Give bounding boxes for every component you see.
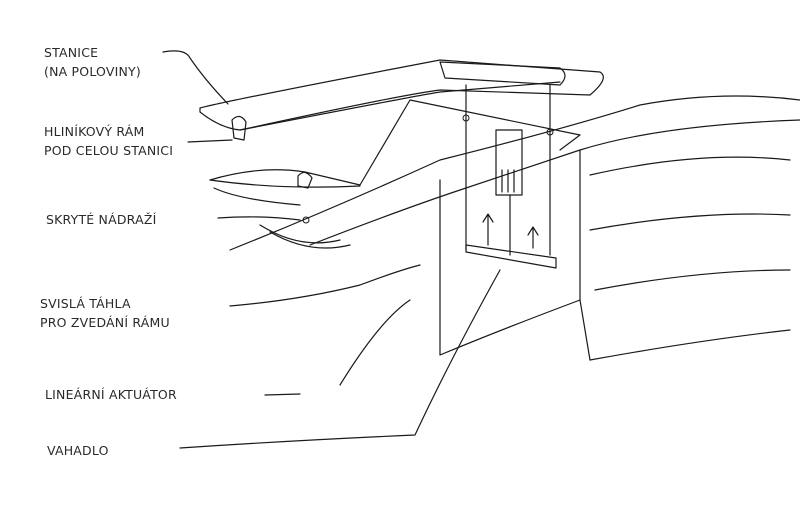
cabinet xyxy=(439,149,591,361)
label-line: HLINÍKOVÝ RÁM xyxy=(44,124,145,139)
leader-actuator xyxy=(264,299,411,396)
table-top xyxy=(229,95,800,251)
leader-station xyxy=(162,50,229,105)
label-frame: HLINÍKOVÝ RÁM POD CELOU STANICI xyxy=(44,122,173,160)
leader-frame xyxy=(187,139,233,143)
leader-hidden xyxy=(217,216,301,221)
aluminium-frame xyxy=(209,99,581,186)
label-line: POD CELOU STANICI xyxy=(44,143,174,158)
label-actuator: LINEÁRNÍ AKTUÁTOR xyxy=(45,387,177,402)
cabinet-drawers xyxy=(589,156,791,361)
frame-bracket-1 xyxy=(231,115,247,141)
label-line: (NA POLOVINY) xyxy=(44,64,141,79)
label-hidden-station: SKRYTÉ NÁDRAŽÍ xyxy=(46,212,157,227)
frame-bracket-2 xyxy=(297,171,313,189)
label-line: SVISLÁ TÁHLA xyxy=(40,296,131,311)
leader-rods xyxy=(229,264,421,307)
hidden-station-tracks xyxy=(259,224,351,249)
station-board xyxy=(199,59,604,131)
linear-actuator xyxy=(495,129,523,196)
lever-bar xyxy=(465,244,557,269)
label-station: STANICE (NA POLOVINY) xyxy=(44,43,141,81)
label-line: PRO ZVEDÁNÍ RÁMU xyxy=(40,315,170,330)
label-line: STANICE xyxy=(44,45,99,60)
label-lever: VAHADLO xyxy=(47,443,109,458)
leader-lever xyxy=(179,269,501,449)
arrow-up-left xyxy=(482,213,494,246)
label-rods: SVISLÁ TÁHLA PRO ZVEDÁNÍ RÁMU xyxy=(40,294,170,332)
station-roof-beam xyxy=(439,61,566,86)
arrow-up-right xyxy=(527,226,539,249)
